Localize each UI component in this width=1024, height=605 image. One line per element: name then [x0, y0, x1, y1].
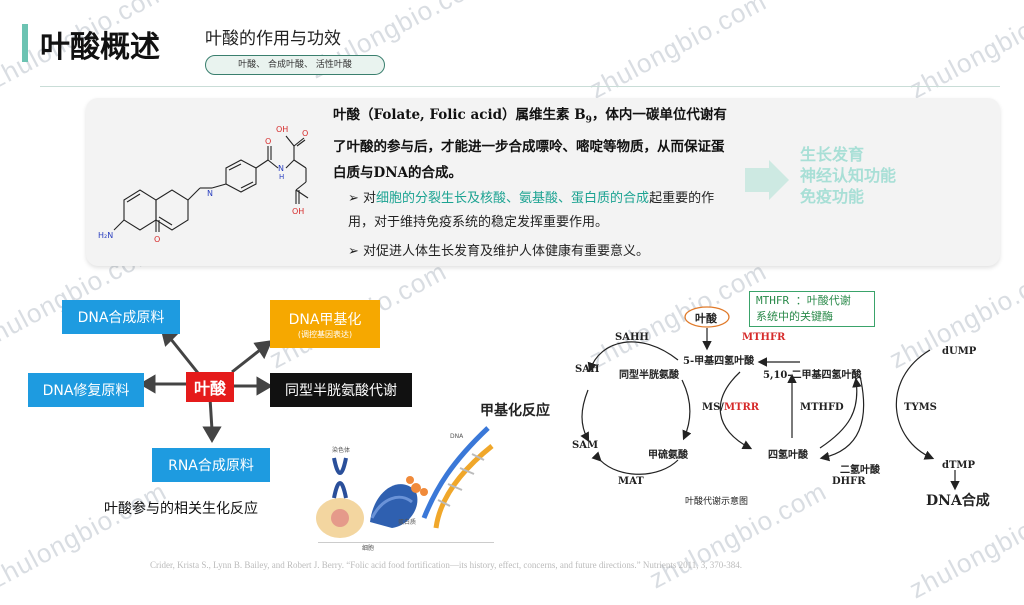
hcy-metabolism-box: 同型半胱氨酸代谢 [270, 373, 412, 407]
pathway-thf: 四氢叶酸 [768, 450, 808, 461]
dna-repair-box: DNA修复原料 [28, 373, 144, 407]
benefits-list: 生长发育 神经认知功能 免疫功能 [800, 144, 896, 207]
dna-chromosome-illustration: 染色体 DNA 蛋白质 细胞 [316, 426, 494, 552]
folate-center-box: 叶酸 [186, 372, 234, 402]
pathway-mthfd: MTHFD [800, 402, 844, 413]
label-h: H [279, 173, 284, 181]
label-protein: 蛋白质 [398, 518, 416, 526]
citation: Crider, Krista S., Lynn B. Bailey, and R… [150, 560, 743, 570]
benefit-growth: 生长发育 [800, 145, 865, 164]
pathway-tyms: TYMS [904, 402, 937, 413]
pathway-methylene-thf: 5,10-二甲基四氢叶酸 [763, 370, 862, 381]
benefit-immune: 免疫功能 [800, 187, 865, 206]
pathway-hcy: 同型半胱氨酸 [619, 370, 679, 381]
intro-card [86, 98, 1000, 266]
label-nh2: H₂N [98, 231, 113, 240]
label-cell: 细胞 [362, 544, 374, 552]
watermark: zhulongbio.com [904, 0, 1024, 105]
pathway-methyl-thf: 5-甲基四氢叶酸 [683, 356, 755, 367]
pathway-sah: SAH [575, 364, 600, 375]
pathway-dtmp: dTMP [942, 460, 976, 471]
pathway-caption: 叶酸代谢示意图 [685, 497, 749, 507]
page-subtitle: 叶酸的作用与功效 [205, 29, 341, 49]
benefit-neuro: 神经认知功能 [800, 166, 897, 185]
rna-source-box: RNA合成原料 [152, 448, 270, 482]
watermark: zhulongbio.com [0, 475, 172, 595]
pathway-dhf: 二氢叶酸 [840, 465, 880, 476]
pathway-mthfr: MTHFR [742, 332, 786, 343]
dna-source-box: DNA合成原料 [62, 300, 180, 334]
pathway-dump: dUMP [942, 346, 977, 357]
pathway-sam: SAM [572, 440, 599, 451]
label-n: N [207, 189, 213, 198]
page-title: 叶酸概述 [40, 30, 160, 65]
bullet-1: ➢ 对细胞的分裂生长及核酸、氨基酸、蛋白质的合成起重要的作用，对于维持免疫系统的… [348, 191, 715, 230]
pathway-arrows [580, 306, 960, 491]
mthfr-note: MTHFR ：叶酸代谢 系统中的关键酶 [749, 291, 875, 327]
pathway-dna-synthesis: DNA合成 [926, 493, 990, 509]
pathway-folate: 叶酸 [695, 312, 717, 325]
pathway-mat: MAT [618, 476, 644, 487]
label-chromosome: 染色体 [332, 446, 350, 454]
pathway-ms-mtrr: MS/MTRR [702, 402, 760, 413]
label-dna: DNA [450, 433, 464, 440]
pathway-dhfr: DHFR [832, 476, 866, 487]
bullet-arrow-icon: ➢ [348, 191, 364, 206]
bullet-2: ➢ 对促进人体生长发育及维护人体健康有重要意义。 [348, 244, 650, 259]
pathway-sahh: SAHH [615, 332, 649, 343]
header-divider [40, 86, 1000, 87]
bullet-arrow-icon: ➢ [348, 244, 364, 259]
mind-map-caption: 叶酸参与的相关生化反应 [104, 501, 258, 517]
label-o: O [302, 129, 308, 138]
folic-acid-structure: OH O O N H OH N H₂N O [98, 125, 309, 244]
label-nh: N [278, 164, 284, 173]
methylation-box: DNA甲基化 (调控基因表达) [270, 300, 380, 348]
label-oh: OH [292, 207, 304, 216]
arrow-right-icon [745, 160, 789, 200]
keyword-pill: 叶酸、 合成叶酸、 活性叶酸 [205, 55, 385, 75]
label-o: O [154, 235, 160, 244]
label-oh: OH [276, 125, 288, 134]
pathway-methylation: 甲基化反应 [480, 403, 550, 419]
pathway-met: 甲硫氨酸 [648, 450, 688, 461]
intro-paragraph: 叶酸（Folate, Folic acid）属维生素 B9，体内一碳单位代谢有了… [333, 107, 727, 181]
watermark: zhulongbio.com [584, 0, 772, 105]
title-accent-bar [22, 24, 28, 62]
label-o: O [265, 137, 271, 146]
